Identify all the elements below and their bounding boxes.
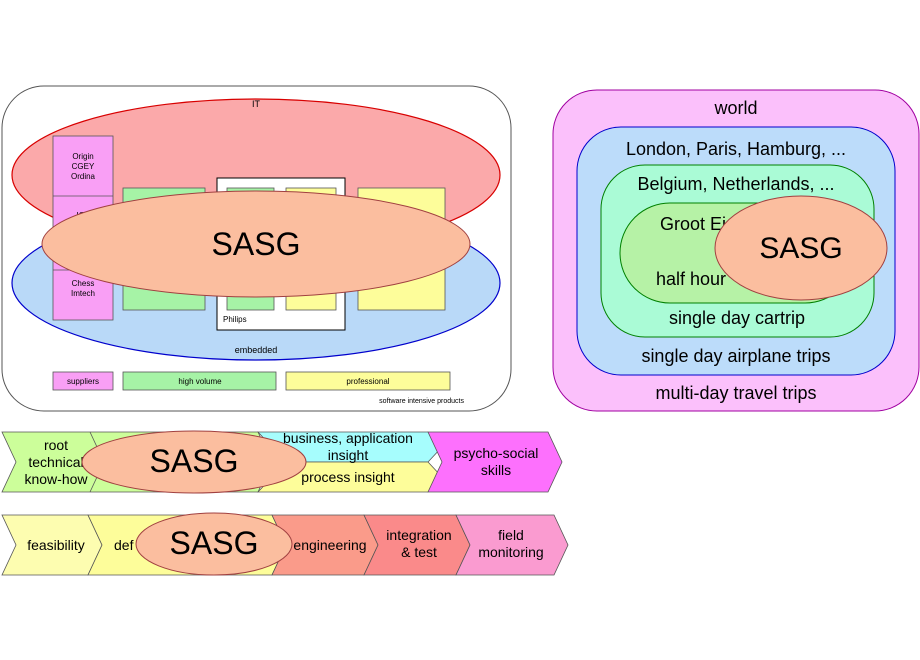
company-origin: Origin	[72, 152, 93, 161]
definition-label: def	[114, 537, 134, 553]
travel-panel: world London, Paris, Hamburg, ... Belgiu…	[552, 89, 920, 412]
field-line2: monitoring	[478, 544, 543, 560]
cities-label: London, Paris, Hamburg, ...	[626, 139, 846, 159]
footer-label: software intensive products	[379, 398, 464, 405]
it-label: IT	[252, 99, 261, 109]
multi-day-label: multi-day travel trips	[655, 383, 816, 403]
sasg-ellipse-lifecycle	[135, 512, 293, 576]
single-day-cartrip-label: single day cartrip	[669, 308, 805, 328]
field-line1: field	[498, 527, 524, 543]
process-label: process insight	[301, 469, 394, 485]
company-imtech: Imtech	[71, 289, 95, 298]
sasg-ellipse-skills	[81, 430, 307, 494]
landscape-panel: IT embedded Origin CGEY Ordina ICT Chess…	[1, 85, 512, 412]
sasg-label-lifecycle: SASG	[170, 525, 259, 561]
company-cgey: CGEY	[72, 162, 95, 171]
local-bottom-label: half hour	[656, 269, 726, 289]
root-line2: technical	[28, 454, 83, 470]
root-line3: know-how	[24, 471, 88, 487]
lifecycle-row: feasibility def engineering integration …	[1, 512, 569, 576]
legend-professional-swatch	[285, 371, 451, 391]
countries-label: Belgium, Netherlands, ...	[637, 174, 834, 194]
feasibility-label: feasibility	[27, 537, 85, 553]
business-line1: business, application	[283, 430, 413, 446]
legend-high-volume: high volume	[178, 377, 222, 386]
world-label: world	[713, 98, 757, 118]
chevron-psycho	[427, 431, 563, 493]
legend-high-volume-swatch	[122, 371, 277, 391]
integration-line2: & test	[401, 544, 437, 560]
philips-label: Philips	[223, 315, 247, 324]
embedded-label: embedded	[235, 345, 278, 355]
sasg-label-landscape: SASG	[212, 226, 301, 262]
sasg-ellipse-landscape	[41, 190, 471, 298]
local-top-label: Groot Ei	[660, 214, 726, 234]
root-line1: root	[44, 437, 68, 453]
business-line2: insight	[328, 447, 369, 463]
sasg-label-skills: SASG	[150, 443, 239, 479]
single-day-airplane-label: single day airplane trips	[641, 346, 830, 366]
sasg-ellipse-travel	[714, 195, 888, 301]
company-chess: Chess	[72, 279, 95, 288]
psycho-line1: psycho-social	[454, 445, 539, 461]
psycho-line2: skills	[481, 462, 511, 478]
chevron-field	[455, 514, 569, 576]
integration-line1: integration	[386, 527, 451, 543]
legend-suppliers: suppliers	[67, 377, 99, 386]
company-ordina: Ordina	[71, 172, 96, 181]
legend-professional: professional	[346, 377, 389, 386]
engineering-label: engineering	[293, 537, 366, 553]
legend-suppliers-swatch	[52, 371, 114, 391]
sasg-label-travel: SASG	[759, 232, 842, 265]
skills-row: root technical know-how business, applic…	[1, 430, 563, 494]
